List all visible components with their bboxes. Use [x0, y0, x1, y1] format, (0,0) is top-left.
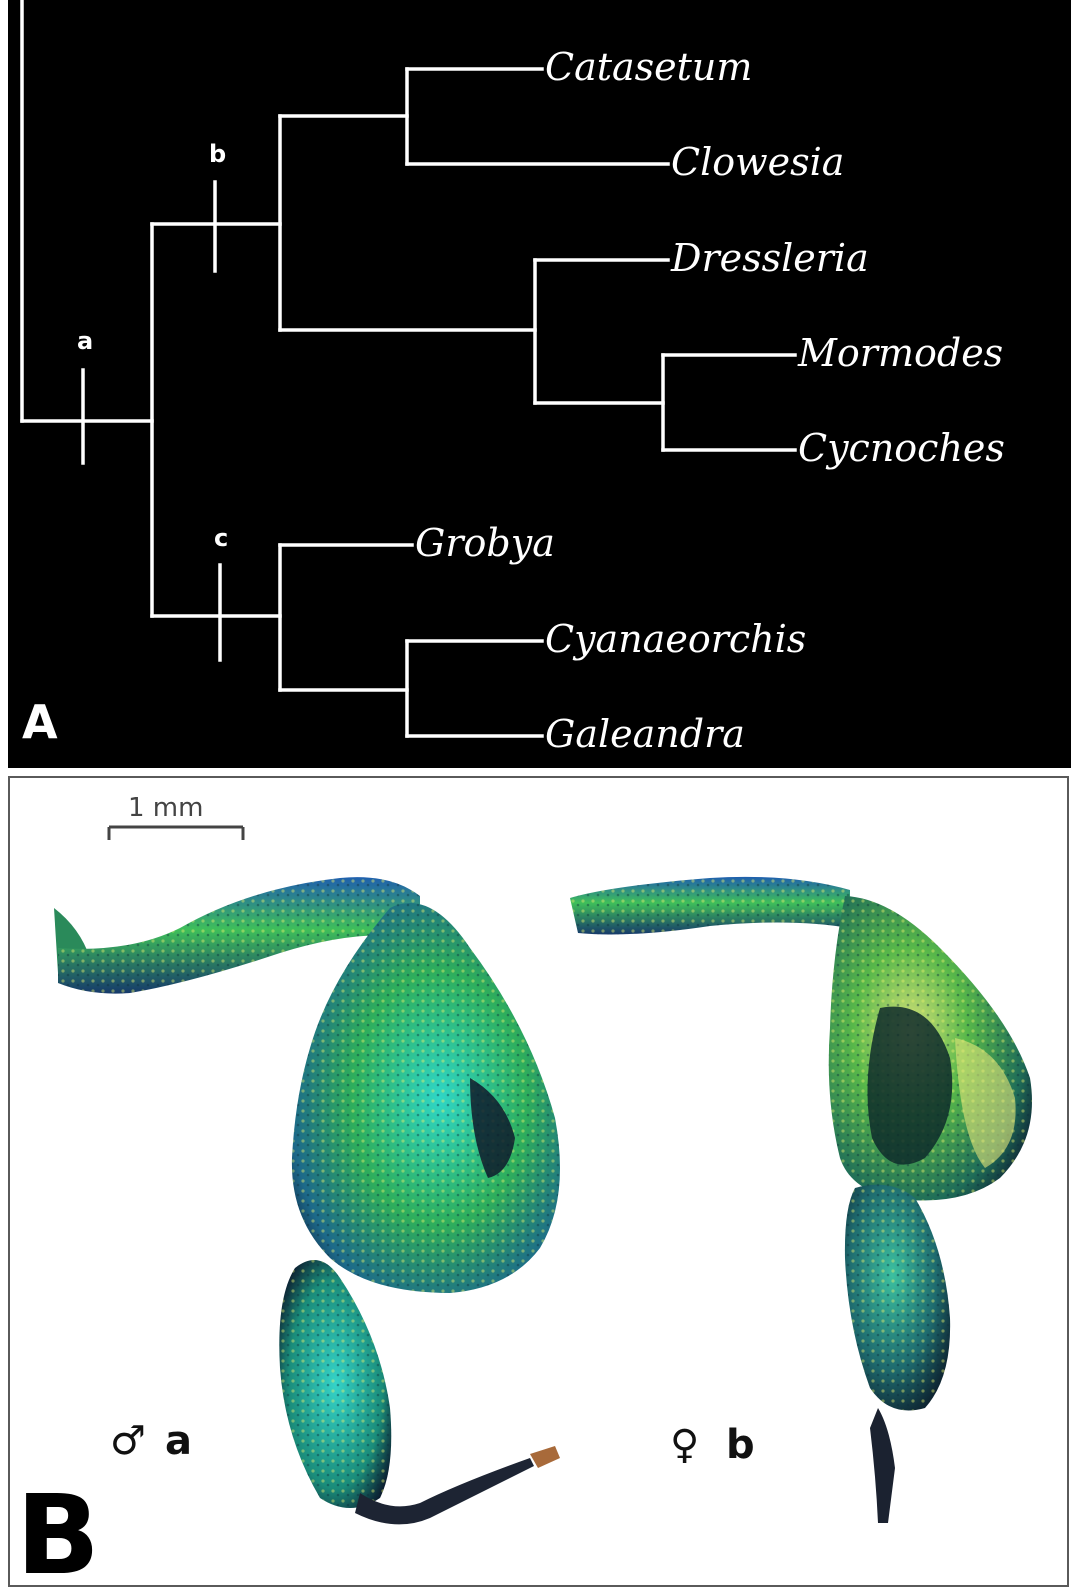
panel-a-cladogram: a b c Catasetum Clowesia Dressleria Morm… [8, 0, 1071, 768]
taxon-cyanaeorchis: Cyanaeorchis [545, 617, 806, 661]
panel-letter-a: A [22, 695, 58, 749]
node-label-c: c [214, 524, 228, 552]
taxon-galeandra: Galeandra [545, 712, 745, 756]
male-label: a [165, 1418, 192, 1464]
taxon-mormodes: Mormodes [797, 331, 1003, 375]
panel-b-specimens: 1 mm ♂ a ♀ [8, 776, 1069, 1587]
scale-bar: 1 mm [109, 793, 243, 840]
female-label: b [726, 1422, 755, 1468]
scale-bar-label: 1 mm [128, 793, 203, 823]
node-label-b: b [209, 140, 226, 168]
panel-letter-b: B [16, 1471, 100, 1587]
specimen-photo-svg: 1 mm ♂ a ♀ [10, 778, 1069, 1587]
female-symbol: ♀ [670, 1422, 699, 1468]
node-label-a: a [77, 327, 93, 355]
taxon-dressleria: Dressleria [670, 236, 869, 280]
taxon-catasetum: Catasetum [545, 45, 752, 89]
taxon-grobya: Grobya [415, 521, 555, 565]
taxon-clowesia: Clowesia [671, 140, 844, 184]
cladogram-svg: a b c Catasetum Clowesia Dressleria Morm… [8, 0, 1071, 768]
taxon-cycnoches: Cycnoches [798, 426, 1005, 470]
male-symbol: ♂ [110, 1418, 146, 1464]
female-hind-leg-image [570, 877, 1032, 1523]
